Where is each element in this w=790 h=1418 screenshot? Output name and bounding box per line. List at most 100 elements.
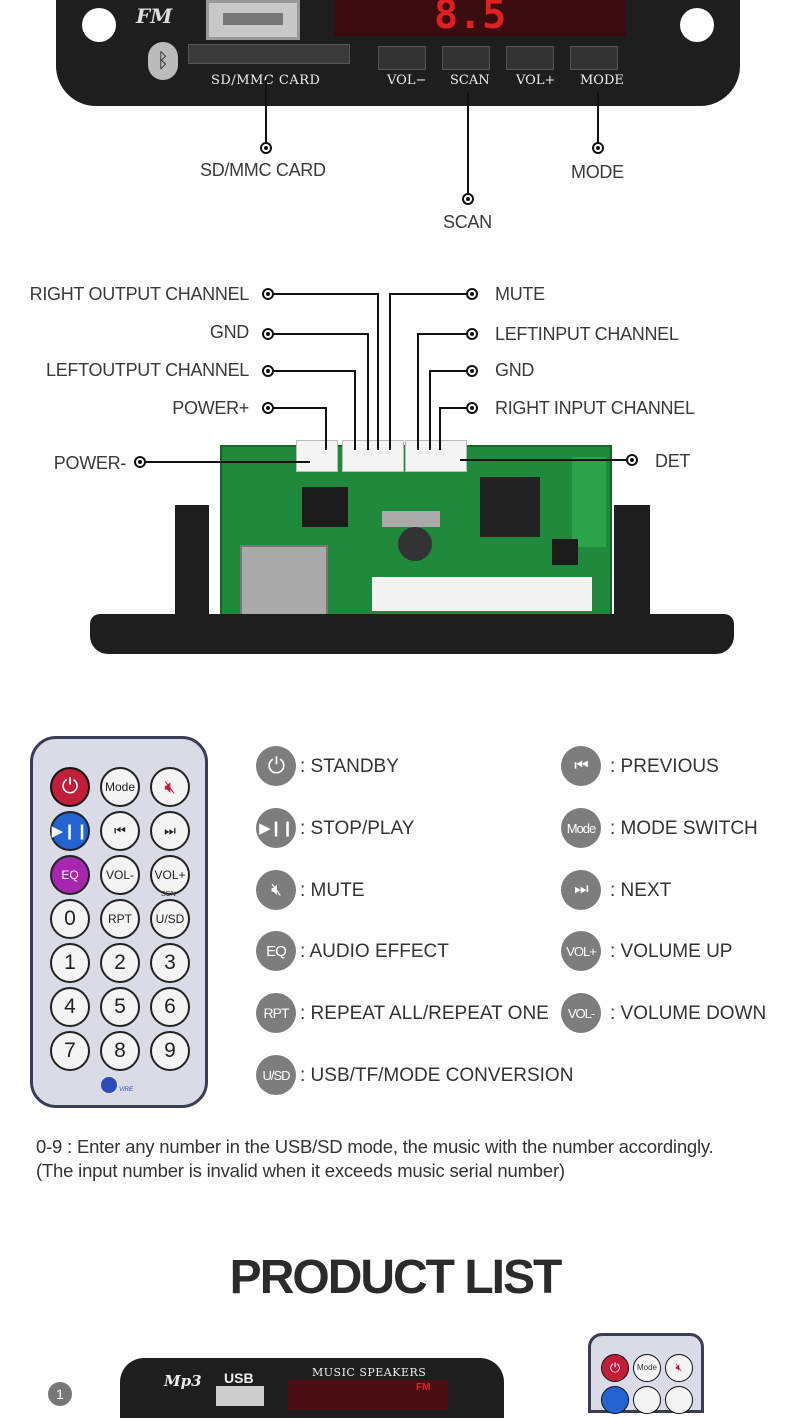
label-left-input-channel: LEFTINPUT CHANNEL (495, 324, 679, 344)
remote-usd-key[interactable]: U/SD (150, 899, 190, 939)
button-label-vol-plus: VOL+ (516, 73, 556, 88)
remote-mode-key[interactable]: Mode (100, 767, 140, 807)
label-right-input-channel: RIGHT INPUT CHANNEL (495, 398, 695, 418)
main-chip (480, 477, 540, 537)
callout-mode: MODE (571, 162, 624, 182)
legend-text-usb-tf: : USB/TF/MODE CONVERSION (300, 1065, 574, 1086)
label-gnd-right: GND (495, 360, 535, 380)
legend-icon-rpt: RPT (256, 993, 296, 1033)
remote-key-8[interactable]: 8 (100, 1031, 140, 1071)
note-line-1: 0-9 : Enter any number in the USB/SD mod… (36, 1136, 714, 1157)
legend-icon-vol-plus: VOL+ (561, 931, 601, 971)
label-power-minus: POWER- (53, 453, 127, 473)
remote-vol-minus-key[interactable]: VOL- (100, 855, 140, 895)
remote-key-6[interactable]: 6 (150, 987, 190, 1027)
vol-minus-button[interactable] (378, 46, 426, 70)
product-usb-label: USB (224, 1370, 254, 1386)
legend-text-mode-switch: : MODE SWITCH (610, 818, 758, 839)
crystal (382, 511, 440, 527)
legend-text-volume-up: : VOLUME UP (610, 941, 733, 962)
remote-key-0[interactable]: 0 (50, 899, 90, 939)
product-remote-mute-key: 🔇︎ (665, 1354, 693, 1382)
vol-plus-button[interactable] (506, 46, 554, 70)
header-left (296, 440, 338, 472)
legend-text-next: : NEXT (610, 880, 672, 901)
fm-logo: FM (136, 4, 173, 28)
label-power-plus: POWER+ (172, 398, 249, 418)
remote-mute-key[interactable]: 🔇︎ (150, 767, 190, 807)
legend-text-standby: : STANDBY (300, 756, 399, 777)
legend-icon-mode: Mode (561, 808, 601, 848)
legend-text-previous: : PREVIOUS (610, 756, 719, 777)
remote-scan-tag: SCN (161, 891, 176, 898)
product-remote-mode-key: Mode (633, 1354, 661, 1382)
remote-key-9[interactable]: 9 (150, 1031, 190, 1071)
legend-icon-previous: ⏮ (561, 746, 601, 786)
label-right-output-channel: RIGHT OUTPUT CHANNEL (29, 284, 250, 304)
callout-scan: SCAN (443, 212, 492, 232)
remote-key-7[interactable]: 7 (50, 1031, 90, 1071)
header-mid-left (342, 440, 404, 472)
label-left-output-channel: LEFTOUTPUT CHANNEL (46, 360, 249, 380)
product-remote-prev-key (633, 1386, 661, 1414)
remote-brand-logo (101, 1077, 117, 1093)
mounting-hole-left (82, 8, 116, 42)
product-number-badge: 1 (48, 1382, 72, 1406)
product-board: Mp3 USB MUSIC SPEAKERS FM (120, 1358, 504, 1418)
mounting-hole-right (680, 8, 714, 42)
remote-key-4[interactable]: 4 (50, 987, 90, 1027)
remote-brand-text: VIRE (119, 1087, 134, 1093)
label-det: DET (655, 451, 691, 471)
remote-eq-key[interactable]: EQ (50, 855, 90, 895)
remote-next-key[interactable]: ⏭ (150, 811, 190, 851)
legend-text-repeat: : REPEAT ALL/REPEAT ONE (300, 1003, 549, 1024)
bluetooth-antenna (572, 457, 606, 547)
button-label-scan: SCAN (450, 73, 490, 88)
usb-port[interactable] (206, 0, 300, 40)
header-mid-right (405, 440, 467, 472)
product-remote-play-key (601, 1386, 629, 1414)
label-mute: MUTE (495, 284, 545, 304)
button-label-vol-minus: VOL− (387, 73, 427, 88)
voltage-regulator (302, 487, 348, 527)
pcb-frame-left (175, 505, 209, 625)
small-chip (552, 539, 578, 565)
legend-icon-next: ⏭ (561, 870, 601, 910)
front-panel: FM ᛒ SD/MMC CARD 8.5 VOL− SCAN VOL+ MODE (56, 0, 740, 106)
remote-previous-key[interactable]: ⏮ (100, 811, 140, 851)
product-remote-power-key: ⏻ (601, 1354, 629, 1382)
note-line-2: (The input number is invalid when it exc… (36, 1160, 565, 1181)
remote-key-3[interactable]: 3 (150, 943, 190, 983)
scan-button[interactable] (442, 46, 490, 70)
usb-socket (240, 545, 328, 619)
label-gnd-left: GND (209, 322, 249, 342)
legend-text-audio-effect: : AUDIO EFFECT (300, 941, 449, 962)
remote-play-pause-key[interactable]: ▶❙❙ (50, 811, 90, 851)
remote-key-5[interactable]: 5 (100, 987, 140, 1027)
callout-sdmmc: SD/MMC CARD (200, 160, 326, 180)
pcb-base-panel (90, 614, 734, 654)
sd-card-slot[interactable] (188, 44, 350, 64)
legend-icon-eq: EQ (256, 931, 296, 971)
bluetooth-icon: ᛒ (148, 42, 178, 80)
remote-key-2[interactable]: 2 (100, 943, 140, 983)
pcb-frame-right (614, 505, 650, 625)
product-mp3-logo: Mp3 (164, 1372, 202, 1390)
product-list-heading: PRODUCT LIST (229, 1251, 563, 1304)
product-display: FM (288, 1380, 448, 1410)
product-fm-tag: FM (416, 1382, 431, 1393)
mode-button[interactable] (570, 46, 618, 70)
remote-power-key[interactable]: ⏻ (50, 767, 90, 807)
legend-icon-play-pause: ▶❙❙ (256, 808, 296, 848)
legend-icon-power: ⏻ (256, 746, 296, 786)
remote-key-1[interactable]: 1 (50, 943, 90, 983)
remote-vol-plus-key[interactable]: VOL+ (150, 855, 190, 895)
capacitor (398, 527, 432, 561)
led-display: 8.5 (334, 0, 626, 38)
product-usb-port (216, 1386, 264, 1406)
remote-rpt-key[interactable]: RPT (100, 899, 140, 939)
legend-text-mute: : MUTE (300, 880, 365, 901)
legend-text-stop-play: : STOP/PLAY (300, 818, 415, 839)
display-digits: 8.5 (434, 0, 507, 38)
product-remote-next-key (665, 1386, 693, 1414)
